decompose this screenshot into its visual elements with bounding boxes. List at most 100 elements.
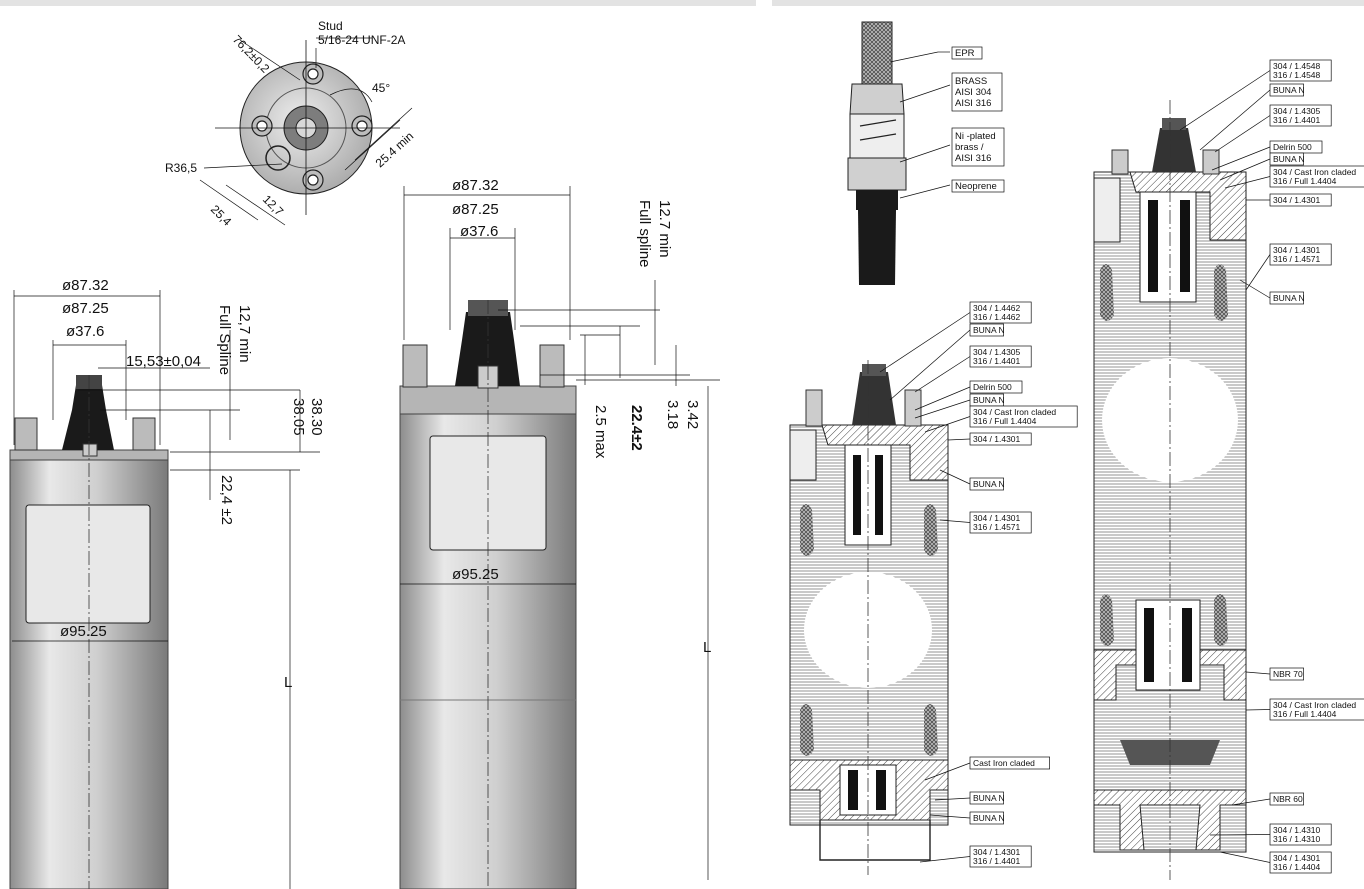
top-bar-left: [0, 0, 756, 6]
mid-max-dim: 2.5 max: [592, 405, 609, 459]
section-small-callout-11: BUNA N: [929, 811, 1005, 825]
mid-length: L: [703, 639, 711, 656]
section-small-callout-text-10: BUNA N: [973, 793, 1005, 803]
section-small-callout-6: 304 / 1.4301: [947, 432, 1032, 446]
section-small-callout-text-9: Cast Iron claded: [973, 758, 1035, 768]
section-large-callout-6: 304 / 1.4301: [1246, 193, 1332, 207]
flange-radius: R36,5: [165, 161, 197, 175]
left-spline-label: Full Spline: [216, 305, 233, 375]
section-large-callout-text-9: NBR 70: [1273, 669, 1303, 679]
mid-spline-label: Full spline: [636, 200, 653, 268]
section-large-callout-text-1: BUNA N: [1273, 85, 1305, 95]
flange-dim-a: 25,4: [208, 202, 235, 229]
left-dia-shaft: ø37.6: [66, 323, 104, 340]
section-large-callout-7: BUNA N: [1239, 279, 1305, 305]
section-small-callout-4: BUNA N: [914, 393, 1005, 419]
section-small-callout-text-7: BUNA N: [973, 479, 1005, 489]
mid-dia-bottom: ø87.25: [452, 201, 499, 218]
mid-h-bottom: 3.18: [664, 400, 681, 429]
mid-spline: 12.7 min: [656, 200, 673, 258]
section-small-callout-text-11: BUNA N: [973, 813, 1005, 823]
left-dia-top: ø87.32: [62, 277, 109, 294]
mid-motor: [399, 300, 577, 889]
cable-plug: [847, 21, 951, 285]
svg-text:Neoprene: Neoprene: [955, 181, 997, 192]
section-small-callout-3: Delrin 500: [914, 380, 1023, 411]
mid-dia-shaft: ø37.6: [460, 223, 498, 240]
cable-callout-3: Neoprene: [951, 179, 1005, 193]
left-length: L: [284, 674, 292, 691]
flange-min-dim: 25.4 min: [373, 129, 417, 170]
section-small-callout-1: BUNA N: [889, 323, 1005, 401]
left-motor: [9, 375, 169, 889]
left-stud-h: 22,4 ±2: [218, 475, 235, 525]
section-large-callout-1: BUNA N: [1199, 83, 1305, 151]
stud-spec: 5/16-24 UNF-2A: [318, 33, 405, 47]
flange-dim-b: 12,7: [260, 192, 287, 219]
section-large-callout-9: NBR 70: [1245, 667, 1304, 681]
left-h-bottom: 38.05: [290, 398, 307, 436]
section-small-callout-9: Cast Iron claded: [924, 756, 1050, 781]
left-dims: [12, 290, 320, 889]
left-h-top: 38.30: [308, 398, 325, 436]
stud-title: Stud: [318, 19, 343, 33]
section-large-callout-3: Delrin 500: [1211, 140, 1323, 171]
section-small-callout-text-1: BUNA N: [973, 325, 1005, 335]
top-bar-right: [772, 0, 1364, 6]
section-large-callout-text-6: 304 / 1.4301: [1273, 195, 1321, 205]
section-small: [789, 360, 949, 875]
section-small-callout-text-6: 304 / 1.4301: [973, 434, 1021, 444]
section-large-callout-text-7: BUNA N: [1273, 293, 1305, 303]
section-small-callout-10: BUNA N: [934, 791, 1005, 805]
section-large-callout-4: BUNA N: [1219, 152, 1305, 181]
left-shaft-pos: 15,53±0,04: [126, 353, 201, 370]
section-small-callout-text-4: BUNA N: [973, 395, 1005, 405]
section-large-callout-text-3: Delrin 500: [1273, 142, 1312, 152]
bolt-circle: 76,2±0,2: [230, 32, 273, 75]
left-spline: 12,7 min: [236, 305, 253, 363]
svg-text:EPR: EPR: [955, 48, 975, 59]
mid-dims: [400, 186, 720, 880]
flange-view: [199, 37, 413, 226]
section-large-callout-11: NBR 60: [1231, 792, 1304, 806]
flange-angle: 45°: [372, 81, 390, 95]
section-large: [1093, 100, 1247, 880]
mid-dia-top: ø87.32: [452, 177, 499, 194]
cable-callout-0: EPR: [951, 46, 983, 60]
left-dia-bottom: ø87.25: [62, 300, 109, 317]
mid-body-dia: ø95.25: [452, 566, 499, 583]
section-small-callout-text-3: Delrin 500: [973, 382, 1012, 392]
mid-h-top: 3.42: [684, 400, 701, 429]
section-small-callout-7: BUNA N: [939, 469, 1005, 491]
section-large-callout-text-11: NBR 60: [1273, 794, 1303, 804]
left-body-dia: ø95.25: [60, 623, 107, 640]
